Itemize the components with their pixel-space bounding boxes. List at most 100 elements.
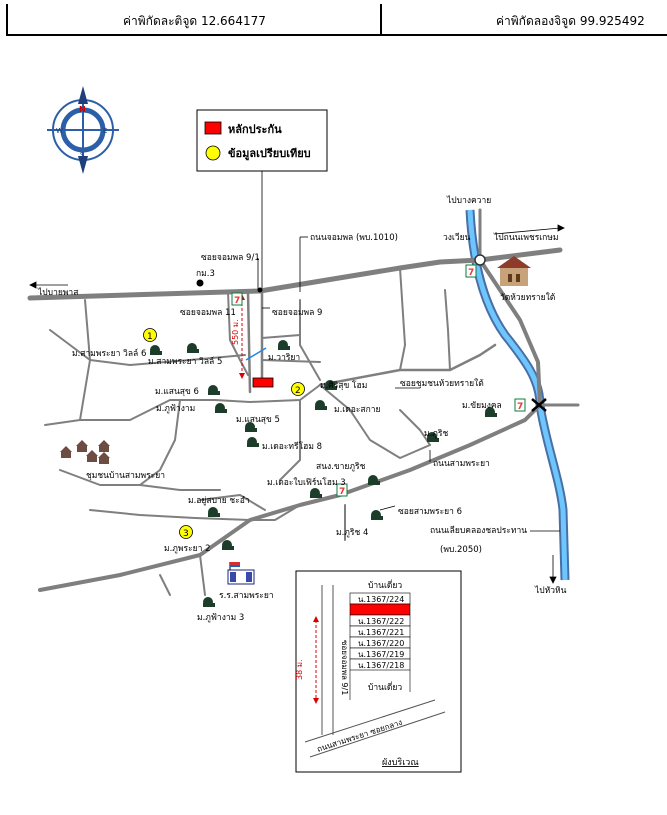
village-icon: [247, 437, 259, 447]
junction-dot-icon: [257, 287, 263, 293]
inset-soi-label: ซอยจอมพล 9/1: [340, 640, 349, 695]
collateral-legend-swatch: [204, 121, 222, 135]
seven-eleven-icon: 7: [336, 483, 348, 497]
header-divider: [380, 4, 382, 34]
compass-s: S: [80, 151, 85, 159]
site-plan-inset: บ้านเดี่ยว น.1367/224 น.1367/222 น.1367/…: [295, 570, 462, 773]
inset-lot-222: น.1367/222: [358, 617, 404, 626]
community-houses-icon: [60, 440, 110, 464]
label-soi-jomphon-9-1: ซอยจอมพล 9/1: [201, 253, 260, 263]
coordinates-header: ค่าพิกัดละติจูด 12.664177 ค่าพิกัดลองจิจ…: [6, 4, 667, 36]
compass-w: W: [56, 127, 63, 135]
label-canal-road-code: (พบ.2050): [440, 545, 482, 555]
seven-eleven-icon: 7: [514, 398, 526, 412]
village-icon: [310, 488, 322, 498]
svg-text:3: 3: [183, 529, 189, 539]
label-baifern-home3: ม.เดอะใบเฟิร์นโฮม 3: [267, 477, 346, 488]
svg-text:1: 1: [147, 332, 153, 342]
label-sampraya-road: ถนนสามพระยา: [433, 459, 490, 469]
direction-arrows: [29, 224, 565, 584]
inset-distance: 38 ม.: [295, 659, 304, 680]
label-sapha-phurich: สนง.ขายภูริช: [316, 462, 366, 472]
village-icon: [222, 540, 234, 550]
label-phurich4: ม.ภูริช 4: [336, 528, 368, 538]
inset-lot-221: น.1367/221: [358, 628, 404, 637]
village-icon: [150, 345, 162, 355]
inset-lot-220: น.1367/220: [358, 639, 404, 648]
label-sirisuk-home: ม.ศิริสุข โฮม: [320, 380, 367, 391]
seven-eleven-icon: 7: [231, 292, 243, 306]
compass-e: E: [103, 127, 107, 135]
label-sampraya-community: ชุมชนบ้านสามพระยา: [86, 470, 165, 481]
label-sampraya-villa6: ม.สามพระยา วิลล์ 6: [72, 348, 146, 359]
svg-text:7: 7: [517, 402, 523, 412]
label-jomphon-road: ถนนจอมพล (พบ.1010): [310, 233, 398, 243]
inset-title: ผังบริเวณ: [382, 757, 419, 768]
inset-bottom-house: บ้านเดี่ยว: [368, 681, 402, 693]
irrigation-canal: [465, 209, 570, 581]
label-canal-road: ถนนเลียบคลองชลประทาน: [430, 525, 527, 536]
label-to-bayaphat: ไปบายพาส: [37, 287, 79, 298]
map-labels: ไปบางควาย ไปถนนเพชรเกษม ถนนจอมพล (พบ.101…: [37, 195, 567, 623]
intersection-cross-icon: [531, 398, 547, 412]
label-sansuk5: ม.แสนสุข 5: [236, 415, 280, 425]
village-icon: [368, 475, 380, 485]
village-icon: [215, 403, 227, 413]
label-khaemongkhon: ม.ขัยมงคล: [462, 401, 502, 411]
compass-rose-icon: N S W E: [47, 86, 119, 174]
comparable-legend-swatch: [205, 145, 221, 161]
label-phufagam: ม.ภูฟ้างาม: [156, 403, 195, 414]
svg-text:2: 2: [295, 386, 301, 396]
svg-text:7: 7: [234, 296, 240, 306]
village-markers: [150, 340, 497, 607]
inset-lot-219: น.1367/219: [358, 650, 404, 659]
label-soi-jomphon-11: ซอยจอมพล 11: [180, 308, 236, 318]
road-network: [27, 208, 580, 596]
comparable-marker-3: 3: [179, 525, 193, 539]
comparable-marker-2: 2: [291, 382, 305, 396]
village-icon: [371, 510, 383, 520]
label-phuphraya2: ม.ภูพระยา 2: [164, 544, 211, 554]
village-icon: [187, 343, 199, 353]
latitude-text: ค่าพิกัดละติจูด 12.664177: [123, 14, 266, 28]
longitude-text: ค่าพิกัดลองจิจูด 99.925492: [496, 14, 645, 28]
label-soi-jomphon-9: ซอยจอมพล 9: [272, 308, 322, 318]
label-to-hua-hin: ไปหัวหิน: [534, 585, 567, 596]
seven-eleven-icon: 7: [465, 264, 477, 278]
village-icon: [278, 340, 290, 350]
school-icon: [227, 562, 255, 585]
label-km3: กม.3: [196, 269, 215, 279]
roundabout-icon: [474, 254, 486, 266]
label-roundabout: วงเวียน: [443, 232, 471, 243]
km3-marker-icon: [196, 279, 204, 287]
village-icon: [485, 407, 497, 417]
label-wat-huai-sai-tai: วัดห้วยทรายใต้: [500, 292, 555, 303]
label-phufagam3: ม.ภูฟ้างาม 3: [197, 612, 244, 623]
collateral-marker: [252, 377, 274, 388]
village-icon: [208, 507, 220, 517]
label-sansuk6: ม.แสนสุข 6: [155, 387, 199, 397]
distance-550-label: 550 ม.: [231, 319, 240, 345]
inset-collateral-lot: [349, 603, 411, 616]
label-yusabai: ม.อยู่สบาย ชะอำ: [188, 496, 250, 506]
label-soi-chumchon: ซอยชุมชนห้วยทรายใต้: [400, 378, 484, 389]
legend: หลักประกัน ข้อมูลเปรียบเทียบ: [196, 109, 328, 172]
svg-text:7: 7: [339, 487, 345, 497]
village-icon: [427, 432, 439, 442]
village-icon: [208, 385, 220, 395]
label-sampraya-villa5: ม.สามพระยา วิลล์ 5: [148, 356, 222, 367]
village-icon: [325, 380, 337, 390]
inset-top-house: บ้านเดี่ยว: [368, 579, 402, 591]
label-warisa: ม.วาริยา: [268, 353, 300, 363]
village-icon: [245, 422, 257, 432]
inset-lot-224: น.1367/224: [358, 595, 404, 604]
inset-lot-218: น.1367/218: [358, 661, 404, 670]
legend-comparable-label: ข้อมูลเปรียบเทียบ: [228, 147, 311, 161]
comparable-marker-1: 1: [143, 328, 157, 342]
legend-collateral-label: หลักประกัน: [228, 123, 282, 136]
village-icon: [203, 597, 215, 607]
label-treehome8: ม.เดอะทรีโฮม 8: [262, 441, 322, 452]
label-to-phetkasem: ไปถนนเพชรเกษม: [493, 232, 559, 243]
label-phurich: ม.ภูริช: [424, 429, 448, 439]
